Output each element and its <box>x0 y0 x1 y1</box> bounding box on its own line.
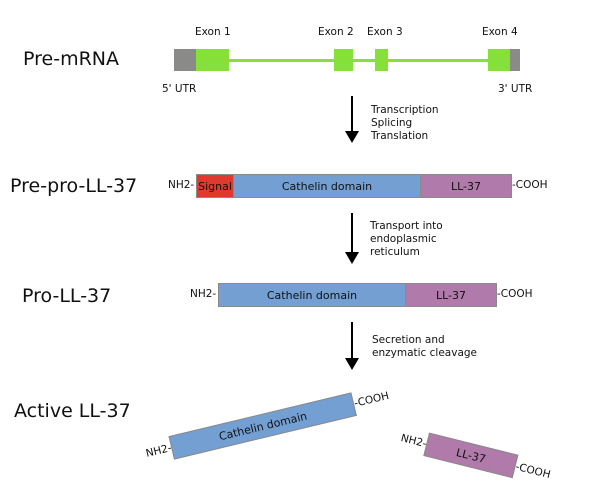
cathelin-domain-label: Cathelin domain <box>217 409 309 443</box>
cathelin-domain-label: Cathelin domain <box>266 288 358 302</box>
active-cathelin-nh2-label: NH2- <box>144 442 173 460</box>
exon-1-block <box>196 49 229 71</box>
signal-domain-label: Signal <box>198 179 232 193</box>
exon-3-label: Exon 3 <box>367 26 403 38</box>
step1-line-transcription: Transcription <box>371 104 439 116</box>
ll37-domain-label: LL-37 <box>435 288 467 302</box>
active-ll37-nh2-label: NH2- <box>399 432 428 451</box>
step1-text: Transcription Splicing Translation <box>371 104 439 143</box>
ll37-domain-label: LL-37 <box>450 179 482 193</box>
utr3-label: 3' UTR <box>498 83 533 95</box>
arrow-down-icon <box>345 322 359 370</box>
active-ll37-cooh-label: -COOH <box>514 460 552 482</box>
step2-line-2: endoplasmic <box>370 233 437 245</box>
pro-cathelin-domain: Cathelin domain <box>218 283 406 307</box>
step1-line-splicing: Splicing <box>371 117 413 129</box>
arrow-down-icon <box>345 96 359 143</box>
active-cathelin-cooh-label: -COOH <box>352 389 391 410</box>
signal-domain: Signal <box>196 174 234 198</box>
pre-pro-nh2-label: NH2- <box>168 179 195 191</box>
step1-line-translation: Translation <box>371 130 429 142</box>
step2-line-1: Transport into <box>370 220 443 232</box>
active-ll37-domain: LL-37 <box>423 432 519 479</box>
step2-line-3: reticulum <box>370 246 420 258</box>
utr5-label: 5' UTR <box>162 83 197 95</box>
step2-text: Transport into endoplasmic reticulum <box>370 220 443 259</box>
exon-2-label: Exon 2 <box>318 26 354 38</box>
exon-4-label: Exon 4 <box>482 26 518 38</box>
pro-ll37-domain: LL-37 <box>405 283 497 307</box>
intron-line <box>228 59 490 62</box>
step3-line-1: Secretion and <box>372 334 445 346</box>
exon-4-block <box>488 49 511 71</box>
pro-nh2-label: NH2- <box>190 288 217 300</box>
utr3-block <box>510 49 520 71</box>
step3-line-2: enzymatic cleavage <box>372 347 478 359</box>
cathelin-domain-label: Cathelin domain <box>281 179 373 193</box>
active-cathelin-fragment: NH2- Cathelin domain -COOH <box>143 384 391 466</box>
active-ll37-fragment: NH2- LL-37 -COOH <box>398 426 553 486</box>
stage-label-pre-mrna: Pre-mRNA <box>23 48 119 70</box>
exon-3-block <box>375 49 388 71</box>
ll37-domain-label: LL-37 <box>454 445 488 466</box>
pro-cooh-label: -COOH <box>497 288 533 300</box>
active-cathelin-domain: Cathelin domain <box>168 392 358 460</box>
pre-pro-cathelin-domain: Cathelin domain <box>233 174 421 198</box>
stage-label-active-ll37: Active LL-37 <box>14 400 131 422</box>
exon-2-block <box>334 49 353 71</box>
pre-pro-ll37-domain: LL-37 <box>420 174 512 198</box>
stage-label-pro-ll37: Pro-LL-37 <box>22 285 112 307</box>
pre-pro-cooh-label: -COOH <box>512 179 548 191</box>
utr5-block <box>174 49 196 71</box>
stage-label-pre-pro-ll37: Pre-pro-LL-37 <box>10 175 138 197</box>
step3-text: Secretion and enzymatic cleavage <box>372 334 477 360</box>
arrow-down-icon <box>345 213 359 264</box>
exon-1-label: Exon 1 <box>195 26 231 38</box>
